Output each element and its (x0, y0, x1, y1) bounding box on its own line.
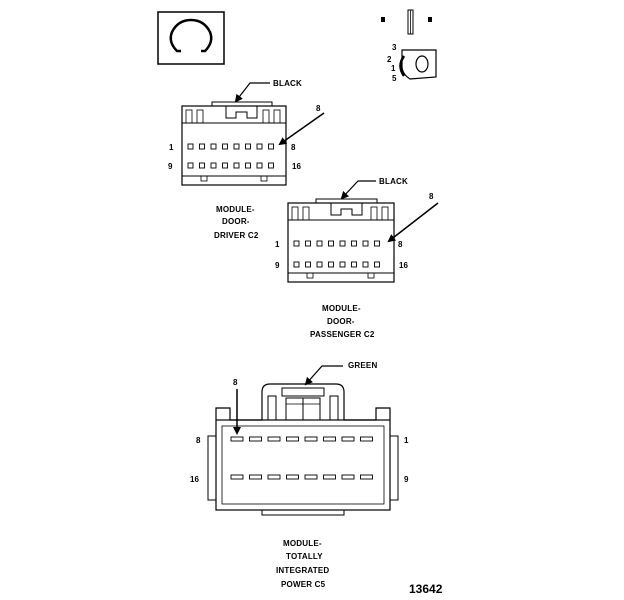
pin-cavity (245, 162, 251, 169)
driver-color-label: BLACK (273, 79, 302, 88)
pin-cavity (233, 143, 240, 150)
driver-pin-label: 9 (168, 162, 173, 171)
pin-cavity (339, 261, 346, 268)
side-view-number: 1 (391, 64, 396, 73)
driver-key-label: 8 (316, 104, 321, 113)
pin-cavity (230, 474, 244, 480)
pin-cavity (374, 240, 380, 247)
pin-cavity (222, 143, 228, 150)
pin-cavity (351, 240, 357, 247)
pin-cavity (230, 436, 244, 442)
pin-cavity (305, 261, 311, 268)
omega-icon (157, 11, 225, 65)
tipm-key-label: 8 (233, 378, 238, 387)
pin-cavity (305, 240, 311, 247)
tipm-pin-label: 9 (404, 475, 409, 484)
passenger-pin-label: 9 (275, 261, 280, 270)
pin-cavity (210, 162, 217, 169)
driver-caption-line: MODULE- (216, 205, 255, 214)
pin-cavity (293, 240, 300, 247)
tipm-caption-line: MODULE- (283, 539, 322, 548)
side-view-number: 2 (387, 55, 392, 64)
pin-cavity (199, 162, 205, 169)
tipm-caption-line: TOTALLY (286, 552, 323, 561)
passenger-color-label: BLACK (379, 177, 408, 186)
tipm-pin-label: 1 (404, 436, 409, 445)
passenger-caption-line: MODULE- (322, 304, 361, 313)
pin-cavity (267, 436, 281, 442)
pin-cavity (341, 474, 355, 480)
driver-pin-label: 16 (292, 162, 301, 171)
tipm-caption-line: INTEGRATED (276, 566, 329, 575)
pin-cavity (286, 474, 299, 480)
pin-cavity (222, 162, 228, 169)
pin-cavity (286, 436, 299, 442)
figure-number: 13642 (409, 582, 443, 596)
passenger-pin-label: 16 (399, 261, 408, 270)
pin-cavity (233, 162, 240, 169)
pin-cavity (304, 436, 318, 442)
connector-passenger-c2 (287, 180, 439, 283)
pin-cavity (256, 162, 263, 169)
passenger-key-label: 8 (429, 192, 434, 201)
driver-caption-line: DRIVER C2 (214, 231, 259, 240)
pin-cavity (341, 436, 355, 442)
tipm-caption-line: POWER C5 (281, 580, 326, 589)
side-view-number: 3 (392, 43, 397, 52)
pin-cavity (304, 474, 318, 480)
pin-cavity (256, 143, 263, 150)
pin-cavity (316, 261, 323, 268)
pin-cavity (374, 261, 380, 268)
pin-cavity (187, 143, 194, 150)
pin-cavity (360, 474, 373, 480)
pin-cavity (249, 436, 262, 442)
pin-cavity (323, 436, 336, 442)
tipm-color-label: GREEN (348, 361, 377, 370)
pin-cavity (268, 143, 274, 150)
pin-cavity (199, 143, 205, 150)
connector-side-view-icon: 3 2 1 5 (381, 9, 437, 83)
passenger-pin-label: 8 (398, 240, 403, 249)
pin-cavity (267, 474, 281, 480)
pin-cavity (360, 436, 373, 442)
pin-cavity (245, 143, 251, 150)
driver-caption-line: DOOR- (222, 217, 250, 226)
pin-cavity (187, 162, 194, 169)
tipm-pin-label: 8 (196, 436, 201, 445)
pin-cavity (362, 240, 369, 247)
pin-cavity (328, 261, 334, 268)
pin-cavity (249, 474, 262, 480)
pin-cavity (293, 261, 300, 268)
pin-cavity (316, 240, 323, 247)
pin-cavity (268, 162, 274, 169)
pin-cavity (323, 474, 336, 480)
driver-pin-label: 1 (169, 143, 174, 152)
passenger-caption-line: DOOR- (327, 317, 355, 326)
pin-cavity (210, 143, 217, 150)
pin-cavity (362, 261, 369, 268)
driver-pin-label: 8 (291, 143, 296, 152)
side-view-number: 5 (392, 74, 397, 83)
connector-driver-c2 (181, 82, 325, 186)
connector-tipm-c5 (207, 365, 399, 516)
pin-cavity (351, 261, 357, 268)
pin-cavity (339, 240, 346, 247)
passenger-caption-line: PASSENGER C2 (310, 330, 375, 339)
passenger-pin-label: 1 (275, 240, 280, 249)
pin-cavity (328, 240, 334, 247)
tipm-pin-label: 16 (190, 475, 199, 484)
